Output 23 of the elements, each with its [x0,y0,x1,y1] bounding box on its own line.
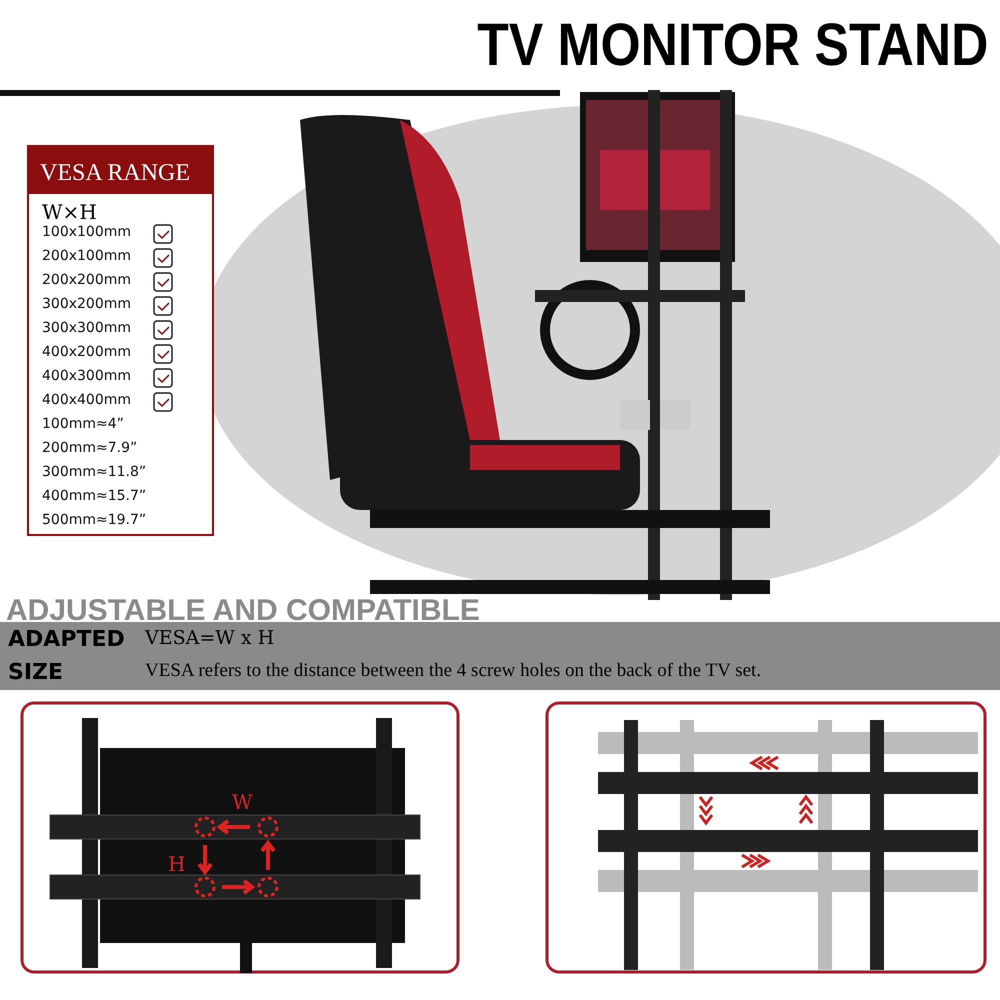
size-option: 300x200mm [42,296,132,312]
size-option: 300x300mm [42,320,132,336]
column-heading: W×H [42,200,97,224]
table-heading: VESA RANGE [40,160,190,187]
size-option: 100x100mm [42,224,132,240]
formula-text: VESA=W x H [145,627,274,649]
field-label: ADAPTED [8,627,125,652]
description-text: VESA refers to the distance between the 4 screw holes on the back of the TV set. [145,660,762,682]
size-option: 400x300mm [42,368,132,384]
size-option: 400x400mm [42,392,132,408]
size-option: 400x200mm [42,344,132,360]
field-label: SIZE [8,660,64,685]
size-conversion: 200mm≈7.9” [42,440,138,456]
axis-letter: H [168,852,186,876]
size-option: 200x200mm [42,272,132,288]
size-conversion: 100mm≈4” [42,416,124,432]
section-heading: ADJUSTABLE AND COMPATIBLE [6,594,480,628]
size-conversion: 400mm≈15.7” [42,488,146,504]
size-option: 200x100mm [42,248,132,264]
size-conversion: 300mm≈11.8” [42,464,146,480]
page-title: TV MONITOR STAND [476,10,988,79]
size-conversion: 500mm≈19.7” [42,512,146,528]
axis-letter: W [232,790,253,814]
